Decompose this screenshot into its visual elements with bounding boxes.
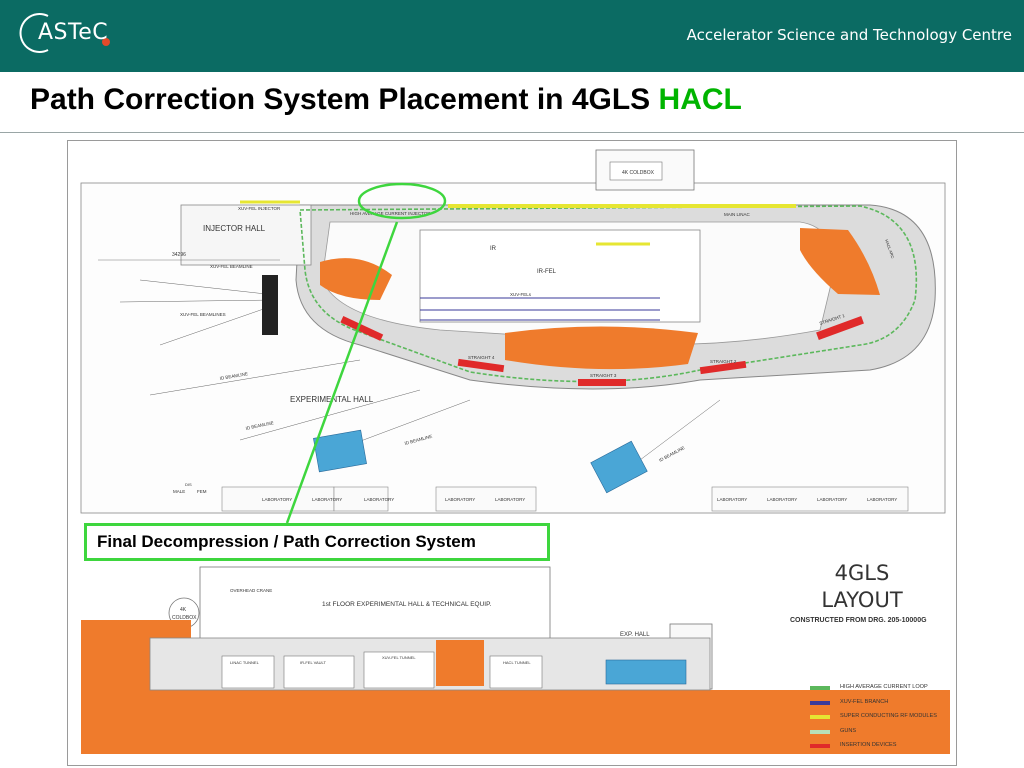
ir-label: IR bbox=[490, 246, 497, 252]
legend-swatch bbox=[810, 744, 830, 748]
lab-label-6: LABORATORY bbox=[717, 497, 747, 502]
lab-label-5: LABORATORY bbox=[495, 497, 525, 502]
coldbox-label: 4K COLDBOX bbox=[622, 170, 655, 176]
orange-zone-right bbox=[800, 228, 880, 295]
logo-text: ASTeC bbox=[38, 20, 109, 45]
orange-zone-left bbox=[320, 258, 392, 300]
exp-hall-blue bbox=[605, 659, 687, 685]
legend-swatch bbox=[810, 715, 830, 719]
lab-label-9: LABORATORY bbox=[867, 497, 897, 502]
xuv-beamlines-label: XUV-FEL BEAMLINES bbox=[180, 312, 226, 317]
layout-title-line2: LAYOUT bbox=[821, 588, 903, 612]
exp-hall-label: EXP. HALL bbox=[620, 632, 650, 638]
ir-fel-label: IR-FEL bbox=[537, 269, 557, 275]
ir-fel-vault-cell bbox=[283, 655, 355, 689]
lab-label-1: LABORATORY bbox=[262, 497, 292, 502]
experiment-box-right bbox=[590, 440, 648, 494]
legend-swatch bbox=[810, 729, 830, 734]
dis-label: DIS bbox=[185, 482, 192, 487]
lab-label-3: LABORATORY bbox=[364, 497, 394, 502]
main-linac-label: MAIN LINAC bbox=[724, 212, 751, 217]
coldbox-line2: COLDBOX bbox=[172, 615, 197, 621]
ir-fel-device bbox=[340, 315, 384, 341]
straight-2-device bbox=[699, 360, 747, 375]
legend-label: GUNS bbox=[840, 727, 857, 734]
injector-hall bbox=[180, 204, 312, 266]
title-divider bbox=[0, 132, 1024, 133]
ground-fill-main bbox=[150, 690, 950, 754]
linac-tunnel-cell bbox=[221, 655, 275, 689]
orange-zone-center bbox=[505, 326, 698, 370]
lab-label-4: LABORATORY bbox=[445, 497, 475, 502]
xuv-injector-label: XUV-FEL INJECTOR bbox=[238, 206, 281, 211]
id-beamline-label-2: ID BEAMLINE bbox=[245, 420, 274, 431]
hacl-tunnel-label: HACL TUNNEL bbox=[503, 660, 531, 665]
dimension-label: 34296 bbox=[172, 252, 186, 258]
slide-title: Path Correction System Placement in 4GLS… bbox=[30, 83, 742, 117]
layout-title-line1: 4GLS bbox=[834, 561, 890, 585]
title-main: Path Correction System Placement in 4GLS bbox=[30, 83, 659, 116]
experiment-box-left bbox=[313, 429, 367, 473]
orange-section-block bbox=[436, 640, 484, 686]
legend-swatch bbox=[810, 686, 830, 690]
male-label: MALE bbox=[173, 489, 185, 494]
drawing-reference: CONSTRUCTED FROM DRG. 205-10000G bbox=[790, 617, 927, 624]
xuv-branch-path bbox=[420, 297, 660, 321]
coldbox-line1: 4K bbox=[180, 607, 187, 613]
section-roof bbox=[199, 566, 551, 640]
hacl-arc-label: HACL ARC bbox=[884, 239, 896, 259]
organization-name: Accelerator Science and Technology Centr… bbox=[686, 26, 1012, 44]
hacl-tunnel-cell bbox=[489, 655, 543, 689]
callout-pointer bbox=[285, 221, 399, 524]
linac-tunnel-label: LINAC TUNNEL bbox=[230, 660, 260, 665]
title-accent: HACL bbox=[658, 83, 742, 116]
straight-3-label: STRAIGHT 3 bbox=[590, 373, 617, 378]
xuv-fels-label: XUV-FELs bbox=[510, 292, 532, 297]
straight-3-device bbox=[578, 379, 626, 386]
injector-hall-label: INJECTOR HALL bbox=[203, 224, 266, 233]
hacl-injector-label: HIGH AVERAGE CURRENT INJECTOR bbox=[350, 211, 431, 216]
id-beamline-lines bbox=[149, 359, 721, 461]
straight-4-device bbox=[457, 358, 505, 373]
legend-swatch bbox=[810, 700, 830, 705]
central-block bbox=[419, 229, 701, 323]
legend-label: XUV-FEL BRANCH bbox=[840, 698, 889, 705]
header-bar: ASTeC Accelerator Science and Technology… bbox=[0, 0, 1024, 72]
first-floor-label: 1st FLOOR EXPERIMENTAL HALL & TECHNICAL … bbox=[322, 601, 492, 608]
highlight-ellipse bbox=[357, 182, 447, 220]
lab-label-8: LABORATORY bbox=[817, 497, 847, 502]
lab-label-7: LABORATORY bbox=[767, 497, 797, 502]
straight-1-device bbox=[816, 316, 864, 340]
fem-label: FEM bbox=[197, 489, 207, 494]
straight-2-label: STRAIGHT 2 bbox=[710, 359, 737, 364]
id-beamline-label-1: ID BEAMLINE bbox=[219, 371, 248, 381]
straight-4-label: STRAIGHT 4 bbox=[468, 355, 495, 360]
hacl-loop-path bbox=[299, 205, 918, 383]
layout-title: 4GLS LAYOUT bbox=[800, 560, 924, 614]
laboratory-row bbox=[221, 486, 909, 512]
callout-label: Final Decompression / Path Correction Sy… bbox=[84, 523, 550, 561]
legend-label: SUPER CONDUCTING RF MODULES bbox=[840, 713, 937, 719]
ir-fel-vault-label: IR-FEL VAULT bbox=[300, 660, 326, 665]
lab-label-2: LABORATORY bbox=[312, 497, 342, 502]
coldbox-inner bbox=[609, 161, 663, 181]
xuv-beamline-label: XUV-FEL BEAMLINE bbox=[210, 264, 253, 269]
xuv-beamline-fan bbox=[119, 279, 276, 346]
beamline-shield bbox=[262, 275, 278, 335]
astec-logo bbox=[19, 13, 110, 53]
xuv-fel-tunnel-cell bbox=[363, 651, 435, 689]
xuv-fel-tunnel-label: XUV-FEL TUNNEL bbox=[382, 655, 416, 660]
overhead-crane-label: OVERHEAD CRANE bbox=[230, 588, 272, 593]
legend-label: HIGH AVERAGE CURRENT LOOP bbox=[840, 684, 928, 690]
legend-label: INSERTION DEVICES bbox=[840, 742, 897, 748]
